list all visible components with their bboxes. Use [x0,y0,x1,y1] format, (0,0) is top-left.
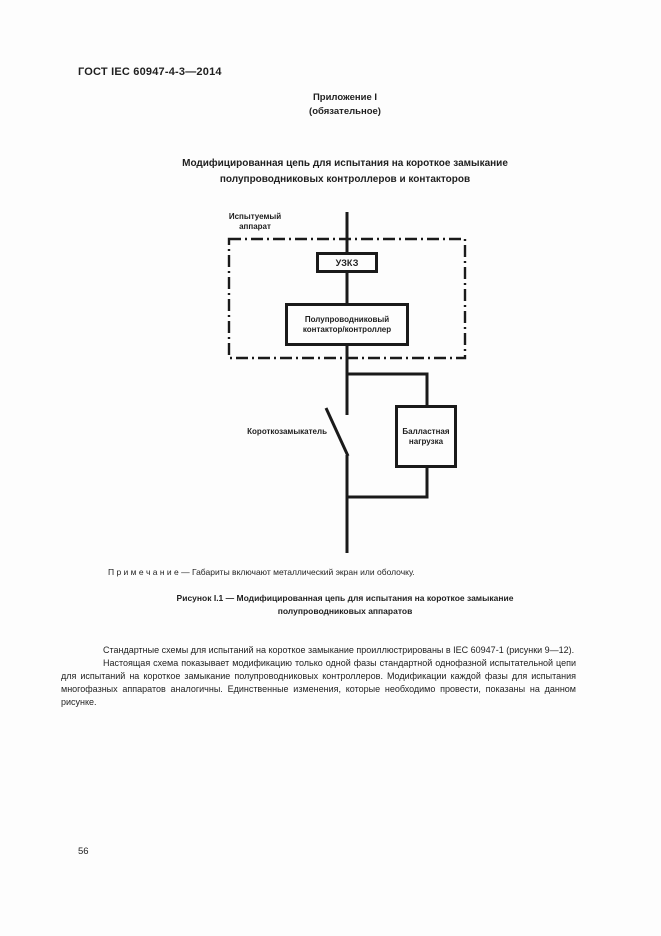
uzkz-box: УЗКЗ [316,252,378,273]
semiconductor-box: Полупроводниковый контактор/контроллер [285,303,409,346]
ballast-box: Балластная нагрузка [395,405,457,468]
document-title: Модифицированная цепь для испытания на к… [182,158,508,185]
device-under-test-label: Испытуемый аппарат [228,212,282,231]
body-text: Стандартные схемы для испытаний на корот… [61,644,576,709]
body-paragraph: Стандартные схемы для испытаний на корот… [103,645,575,655]
body-paragraph: Настоящая схема показывает модификацию т… [61,658,576,707]
ballast-branch-top [347,372,429,407]
ballast-branch-bottom [347,466,429,499]
note-text: П р и м е ч а н и е — Габариты включают … [108,567,415,577]
circuit-diagram: Испытуемый аппарат УЗКЗ Полупроводниковы… [180,205,500,560]
appendix-heading: Приложение I (обязательное) [309,92,381,117]
short-circuiter-label: Короткозамыкатель [247,427,327,436]
figure-caption: Рисунок I.1 — Модифицированная цепь для … [176,593,514,616]
standard-code: ГОСТ IEC 60947-4-3—2014 [78,66,222,78]
switch-blade [324,407,350,457]
circuit-diagram-lines [227,212,467,553]
page-number: 56 [78,846,89,857]
